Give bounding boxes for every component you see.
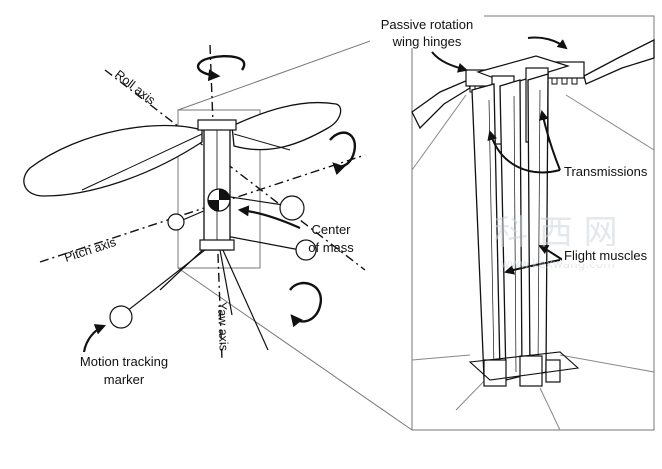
- flight-muscles-label: Flight muscles: [564, 248, 648, 263]
- strut-bottom-right: [539, 387, 561, 431]
- motion-marker-label-line1: Motion tracking: [80, 354, 168, 369]
- marker-rod-right: [225, 235, 301, 251]
- roll-rotation-arrow: [329, 131, 357, 176]
- strut-right: [565, 94, 655, 151]
- left-wing: [23, 124, 203, 197]
- motion-marker-right-upper: [279, 195, 305, 221]
- motion-marker-front: [109, 305, 133, 329]
- transmissions-pointer-right: [538, 110, 561, 171]
- zoom-guide-bottom: [177, 267, 413, 431]
- base-block-left: [483, 359, 507, 387]
- robot-overview: Roll axis Pitch axis Yaw axis Center of …: [23, 25, 413, 431]
- yaw-rotation-arrow: [197, 55, 246, 82]
- marker-rod-upper: [223, 195, 291, 207]
- base-block-right: [519, 355, 543, 387]
- center-of-mass-pointer: [237, 205, 301, 230]
- hinge-pointer-right: [527, 36, 568, 50]
- strut-left: [411, 94, 467, 171]
- left-wing-vein: [81, 133, 203, 191]
- hinges-label-line2: wing hinges: [392, 34, 462, 49]
- strut-lower-right: [559, 354, 655, 373]
- center-of-mass-symbol: [207, 188, 231, 212]
- motion-marker-left: [167, 213, 185, 231]
- motion-marker-right-lower: [295, 239, 317, 261]
- hinges-label-line1: Passive rotation: [381, 17, 474, 32]
- pitch-axis-label: Pitch axis: [63, 235, 118, 265]
- marker-rod-front: [121, 245, 211, 316]
- base-plate: [468, 351, 580, 381]
- pitch-rotation-arrow: [289, 281, 323, 328]
- transmissions-label-bg: [562, 162, 652, 180]
- motion-marker-label-line2: marker: [104, 372, 145, 387]
- leg-right: [221, 247, 269, 351]
- motion-marker-pointer: [82, 324, 107, 353]
- transmissions-pointer-left: [487, 130, 561, 174]
- roll-axis-label: Roll axis: [112, 67, 158, 107]
- muscle-seam-2: [513, 95, 517, 373]
- zoom-detail-panel: 科 西 网 www.kexwang.com Passive rotation w…: [370, 14, 655, 431]
- strut-lower-left: [411, 354, 471, 361]
- muscle-seam-3: [537, 89, 541, 369]
- leg-back: [219, 249, 233, 316]
- leg-left: [159, 244, 209, 291]
- center-of-mass-label-line1: Center: [311, 222, 351, 237]
- right-wing: [231, 101, 342, 151]
- right-wing-vein: [233, 133, 291, 151]
- flight-muscles-label-bg: [562, 246, 652, 264]
- right-wing-spar: [583, 38, 655, 85]
- hinge-pointer-left: [431, 51, 468, 73]
- roll-axis-line: [104, 69, 366, 271]
- robot-head: [197, 119, 237, 131]
- robot-base: [199, 239, 235, 251]
- pitch-axis-line: [39, 154, 366, 263]
- center-of-mass-label-line2: of mass: [308, 240, 354, 255]
- transmissions-label: Transmissions: [564, 164, 648, 179]
- muscle-seam-1: [488, 99, 495, 369]
- flight-muscles-pointer-left: [504, 259, 561, 275]
- yaw-axis-label: Yaw axis: [215, 302, 231, 352]
- hinges-label-bg: [370, 14, 484, 48]
- right-hinge-teeth: [551, 78, 578, 85]
